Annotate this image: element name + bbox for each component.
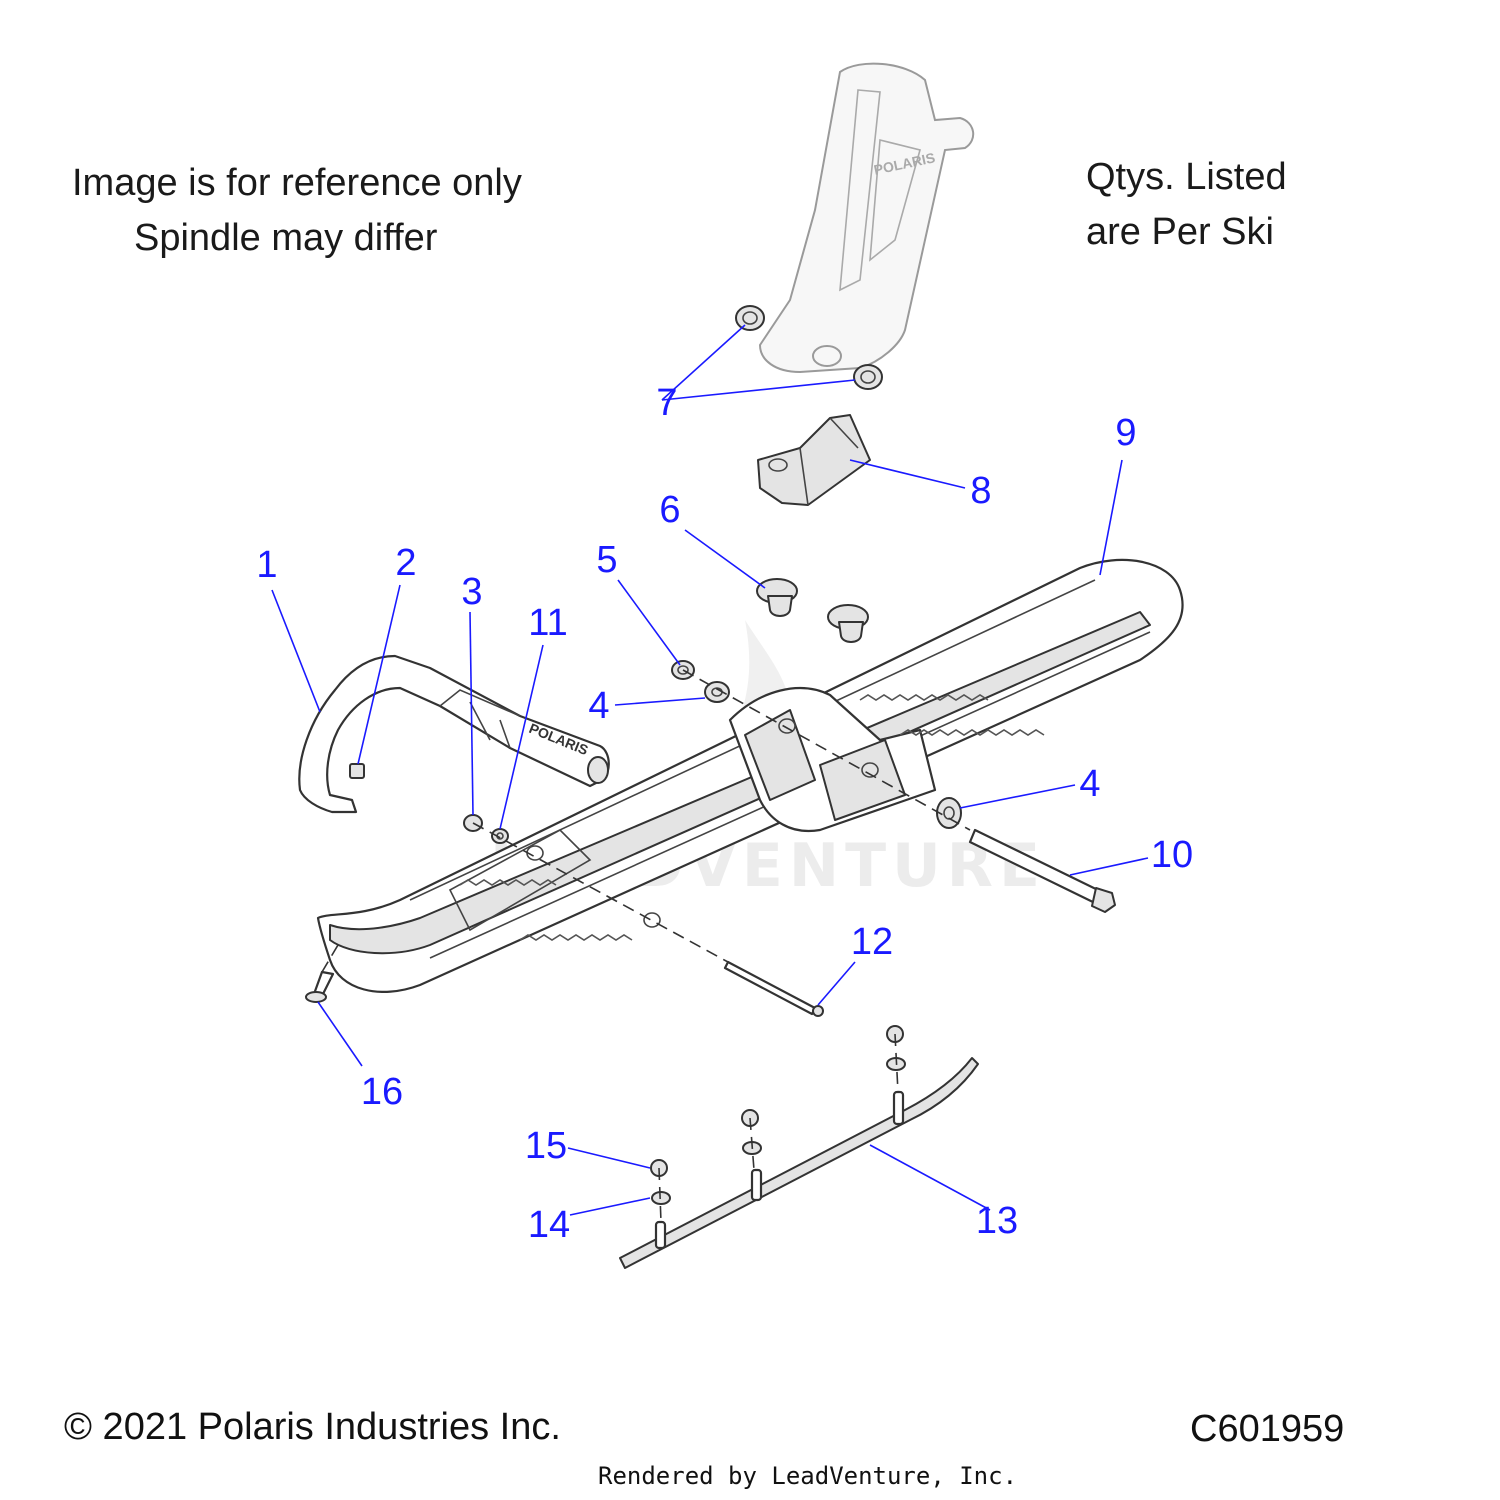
quantity-note: Qtys. Listed are Per Ski: [1086, 150, 1287, 260]
callout-10: 10: [1151, 834, 1193, 876]
assembly-lines: [321, 669, 971, 1223]
callout-2: 2: [395, 542, 416, 584]
callout-15: 15: [525, 1125, 567, 1167]
callout-1: 1: [256, 544, 277, 586]
handle-nut-washer: [463, 814, 509, 844]
bushing: [735, 305, 883, 390]
callout-6: 6: [659, 489, 680, 531]
reference-note: Image is for reference only Spindle may …: [72, 156, 522, 266]
quantity-note-line1: Qtys. Listed: [1086, 156, 1287, 198]
reference-note-line2: Spindle may differ: [134, 217, 438, 259]
callout-5: 5: [596, 539, 617, 581]
rendered-by-credit: Rendered by LeadVenture, Inc.: [598, 1462, 1018, 1490]
ski-stop-block: [757, 414, 871, 506]
wear-bar-nuts: [650, 1025, 904, 1177]
diagram-code: C601959: [1190, 1408, 1345, 1450]
callout-4-upper: 4: [588, 685, 609, 727]
handle-clip: [349, 763, 365, 779]
callout-4-lower: 4: [1079, 763, 1100, 805]
rivet: [305, 970, 335, 1003]
pivot-bolt: [968, 828, 1116, 913]
callout-labels: 1 2 3 4 4 5 6 7 8 9 10 11 12 13 14 15 16: [256, 382, 1193, 1246]
wear-bar: [619, 1057, 979, 1269]
ski-body: [316, 558, 1184, 993]
quantity-note-line2: are Per Ski: [1086, 211, 1274, 253]
callout-9: 9: [1115, 412, 1136, 454]
reference-note-line1: Image is for reference only: [72, 162, 522, 204]
callout-7: 7: [656, 382, 677, 424]
leader-lines: [271, 324, 1149, 1216]
spindle: POLARIS: [758, 62, 975, 374]
pivot-bushing: [756, 578, 869, 643]
callout-11: 11: [528, 602, 567, 644]
copyright-text: © 2021 Polaris Industries Inc.: [64, 1406, 561, 1448]
ski-handle-loop: POLARIS: [298, 654, 610, 814]
handle-bolt: [723, 960, 824, 1017]
callout-13: 13: [976, 1200, 1018, 1242]
callout-8: 8: [970, 470, 991, 512]
callout-14: 14: [528, 1204, 570, 1246]
callout-16: 16: [361, 1071, 403, 1113]
callout-12: 12: [851, 921, 893, 963]
callout-3: 3: [461, 571, 482, 613]
